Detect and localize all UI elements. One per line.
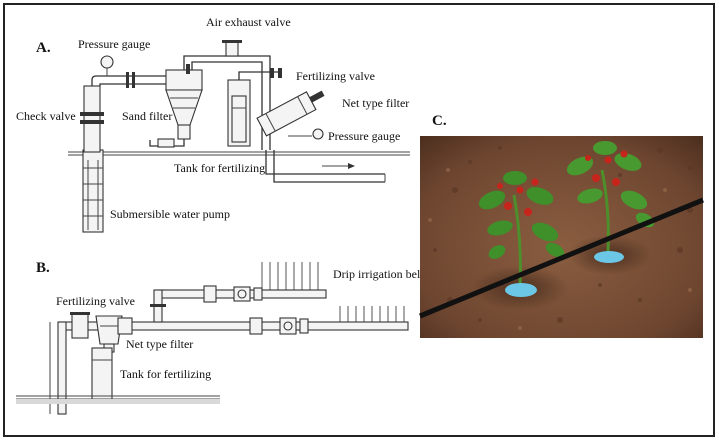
pressure-gauge-top [100, 55, 114, 76]
section-b-label: B. [36, 260, 50, 276]
well-rungs [83, 167, 103, 217]
outlet-pipe-inner [273, 150, 385, 183]
net-type-filter-b [95, 315, 133, 353]
main-valve [126, 72, 135, 88]
pressure-gauge-right [288, 128, 324, 140]
net-type-filter-b-label: Net type filter [126, 337, 193, 351]
riser-pipe-b [57, 321, 67, 415]
lateral-upper-fittings [203, 285, 263, 303]
bypass-valve [186, 64, 190, 74]
drip-irrigation-belt-label: Drip irrigation belt [333, 267, 424, 281]
outlet-pipe [265, 150, 385, 175]
drain-valve [157, 138, 175, 148]
tank-for-fertilizing-b-label: Tank for fertilizing [120, 367, 211, 381]
fertilizing-valve-b-label: Fertilizing valve [56, 294, 135, 308]
flow-arrow [322, 163, 355, 169]
net-type-filter-a-label: Net type filter [342, 96, 409, 110]
submersible-pump-label: Submersible water pump [110, 207, 230, 221]
main-pipe-top [91, 75, 185, 86]
section-c-label: C. [432, 113, 447, 129]
riser-pipe [83, 85, 101, 153]
check-valve-label: Check valve [16, 109, 76, 123]
sand-filter [165, 69, 203, 140]
air-exhaust-valve-label: Air exhaust valve [206, 15, 291, 29]
drip-lines-lower [339, 306, 405, 322]
fertilizing-valve-a [270, 68, 282, 78]
net-type-filter-a [256, 90, 325, 137]
drip-field-photo [419, 136, 704, 338]
fertilizing-valve-a-label: Fertilizing valve [296, 69, 375, 83]
air-exhaust-valve [222, 40, 242, 57]
section-a-label: A. [36, 40, 51, 56]
pressure-gauge-right-label: Pressure gauge [328, 129, 400, 143]
sand-filter-label: Sand filter [122, 109, 172, 123]
pressure-gauge-top-label: Pressure gauge [78, 37, 150, 51]
tank-pipe [238, 71, 282, 80]
main-pipe-top-inner [99, 83, 185, 86]
upper-bypass-pipe-inner [191, 61, 263, 150]
ground-b [16, 395, 220, 404]
drip-lines-upper [261, 262, 319, 290]
lateral-lower-fittings [249, 317, 309, 335]
check-valve [80, 112, 104, 124]
connector-valve [150, 304, 166, 307]
well-casing [82, 149, 104, 233]
tank-for-fertilizing-a-label: Tank for fertilizing [174, 161, 265, 175]
fertilizer-tank-b [91, 347, 113, 401]
fertilizer-tank-a [227, 79, 251, 147]
fertilizing-valve-b [70, 312, 90, 339]
